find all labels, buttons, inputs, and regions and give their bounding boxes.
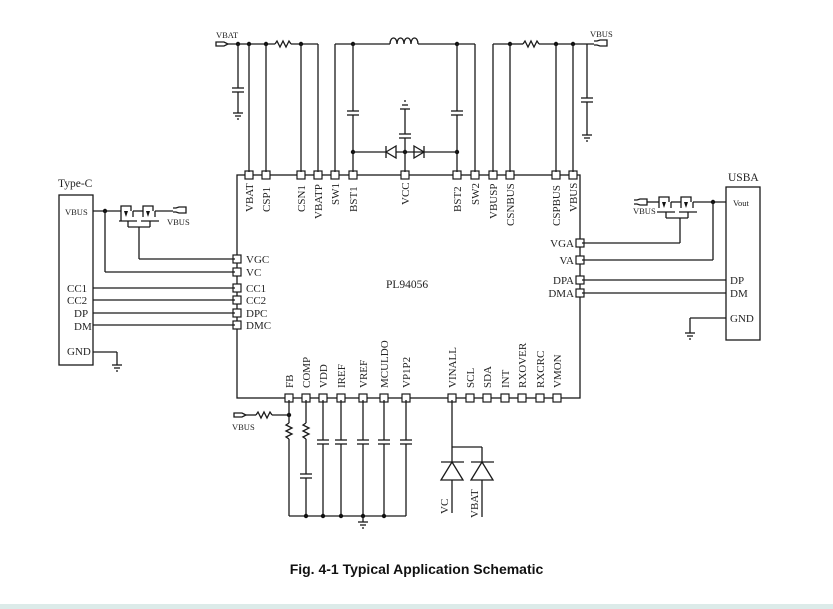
ic-pin-label-vbat: VBAT [244, 183, 256, 212]
diode-vbat [469, 460, 495, 481]
diode-vc-label: VC [439, 499, 451, 514]
ic-pin-int [500, 393, 510, 403]
ic-pin-label-mculdo: MCULDO [379, 340, 391, 388]
ic-pin-label-vcc: VCC [400, 182, 412, 205]
typec-pin-vbus: VBUS [65, 207, 88, 217]
ic-pin-label-vgc: VGC [246, 254, 269, 266]
ic-top-pins: VBAT CSP1 CSN1 VBATP SW1 BST1 VCC BST2 SW2 VBUSP C… [244, 170, 580, 226]
ic-pin-label-scl: SCL [465, 368, 477, 388]
typec-connector: Type-C VBUS CC1 CC2 DP DM GND [58, 178, 235, 372]
typec-pin-dp: DP [74, 308, 88, 320]
ic-pin-label-csn1: CSN1 [296, 185, 308, 212]
ic-pin-rxover [517, 393, 527, 403]
ic-pin-label-cspbus: CSPBUS [551, 185, 563, 226]
ic-bottom-pins: FB COMP VDD IREF VREF MCULDO VP1P2 VINALL SCL SDA… [284, 340, 564, 403]
ic-pin-label-bst2: BST2 [452, 186, 464, 212]
usba-pin-dp: DP [730, 275, 744, 287]
usba-pin-dm: DM [730, 288, 748, 300]
ic-pin-vbusp [488, 170, 498, 180]
typec-mosfet-pair: VBUS [119, 205, 235, 260]
ic-pin-label-vp1p2: VP1P2 [401, 357, 413, 388]
fb-vbus-net-label: VBUS [232, 422, 255, 432]
ic-pin-label-comp: COMP [301, 357, 313, 388]
ic-pin-label-vinall: VINALL [447, 347, 459, 388]
ic-pin-bst2 [452, 170, 462, 180]
ic-pin-sw2 [470, 170, 480, 180]
ic-pin-label-rxover: RXOVER [517, 342, 529, 388]
ic-pin-csnbus [505, 170, 515, 180]
footer-divider-bar [0, 604, 833, 609]
ic-pin-rxcrc [535, 393, 545, 403]
current-sense-resistor-bus [522, 39, 540, 49]
usba-title: USBA [728, 172, 759, 184]
ic-pin-vbus [568, 170, 578, 180]
ic-pin-sda [482, 393, 492, 403]
ic-pin-label-bst1: BST1 [348, 186, 360, 212]
ic-pin-cspbus [551, 170, 561, 180]
ic-pin-label-vbatp: VBATP [313, 184, 325, 219]
boost-inductor-network [334, 37, 476, 172]
ic-pin-label-vbus: VBUS [568, 183, 580, 212]
typec-vbus-net-label: VBUS [167, 217, 190, 227]
diode-bst1 [384, 144, 397, 160]
ic-pin-label-fb: FB [284, 375, 296, 388]
ic-pin-label-cc1: CC1 [246, 283, 266, 295]
figure-caption: Fig. 4-1 Typical Application Schematic [289, 561, 544, 577]
usba-mosfet-pair: VBUS [582, 196, 726, 261]
vbus-net-label: VBUS [590, 29, 613, 39]
ic-pin-label-dpa: DPA [553, 275, 574, 287]
typec-pin-dm: DM [74, 321, 92, 333]
ic-pin-label-int: INT [500, 369, 512, 388]
ic-pin-label-vbusp: VBUSP [488, 184, 500, 219]
ic-pin-label-vmon: VMON [552, 354, 564, 388]
vbat-net-label: VBAT [216, 30, 239, 40]
ic-pin-csn1 [296, 170, 306, 180]
ic-pin-label-dmc: DMC [246, 320, 271, 332]
inductor [389, 37, 419, 45]
ic-pin-label-csp1: CSP1 [261, 187, 273, 212]
typec-pin-cc2: CC2 [67, 295, 87, 307]
ic-pin-label-cc2: CC2 [246, 295, 266, 307]
ic-pin-label-dpc: DPC [246, 308, 267, 320]
ic-pin-label-vref: VREF [358, 360, 370, 388]
ic-pin-sw1 [330, 170, 340, 180]
ic-pin-scl [465, 393, 475, 403]
ic-name: PL94056 [386, 279, 428, 291]
diode-vc [439, 460, 465, 481]
ic-pin-label-csnbus: CSNBUS [505, 183, 517, 226]
ic-pin-label-sw1: SW1 [330, 183, 342, 205]
vbat-input-network: VBAT [215, 30, 319, 172]
usba-pin-vout: Vout [733, 198, 750, 208]
usba-vbus-net-label: VBUS [633, 206, 656, 216]
ic-pin-vbat [244, 170, 254, 180]
ic-pin-bst1 [348, 170, 358, 180]
ic-pin-label-sw2: SW2 [470, 183, 482, 205]
bottom-passive-network: VBUS [232, 400, 412, 529]
current-sense-resistor-bat [274, 39, 292, 49]
ic-pin-vmon [552, 393, 562, 403]
ic-pin-label-vga: VGA [550, 238, 574, 250]
typec-pin-gnd: GND [67, 346, 91, 358]
typec-title: Type-C [58, 178, 93, 190]
vinall-diode-or: VC VBAT [439, 400, 495, 518]
ic-pin-label-vc: VC [246, 267, 261, 279]
ic-pin-vcc [400, 170, 410, 180]
ic-pin-label-iref: IREF [336, 364, 348, 388]
ic-pin-label-dma: DMA [548, 288, 574, 300]
ic-pin-csp1 [261, 170, 271, 180]
usba-connector: USBA Vout DP DM GND VBUS [582, 172, 761, 341]
typec-pin-cc1: CC1 [67, 283, 87, 295]
ic-pin-vbatp [313, 170, 323, 180]
diode-vbat-label: VBAT [469, 489, 481, 518]
vbus-output-network: VBUS [492, 29, 613, 172]
usba-pin-gnd: GND [730, 313, 754, 325]
ic-pin-label-sda: SDA [482, 366, 494, 388]
ic-pin-label-rxcrc: RXCRC [535, 351, 547, 388]
ic-pin-label-va: VA [560, 255, 575, 267]
ic-pin-label-vdd: VDD [318, 364, 330, 388]
